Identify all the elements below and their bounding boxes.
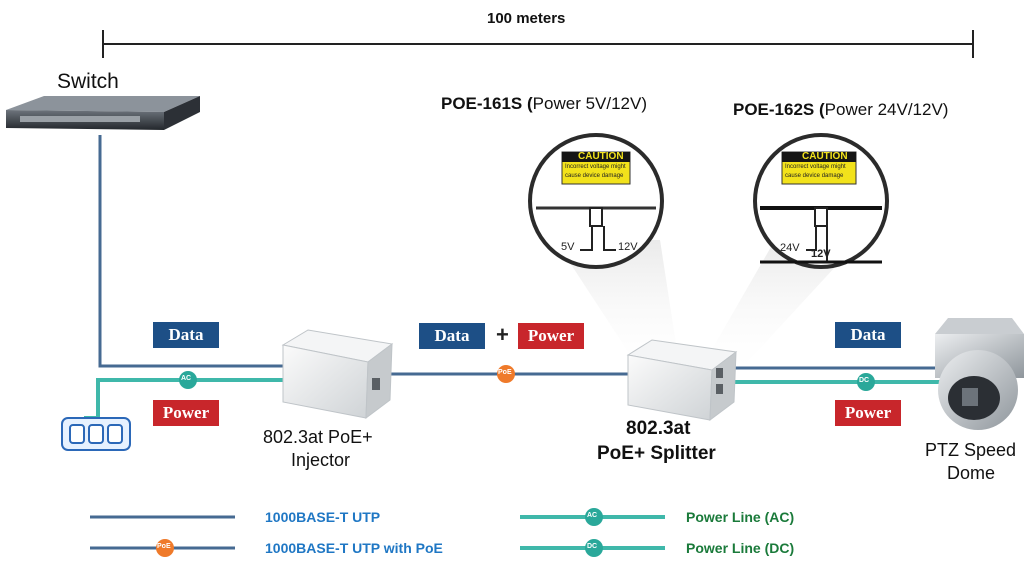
power-outlet-strip: [61, 417, 131, 451]
voltage-switch-zoom-right: [753, 133, 889, 269]
data-tag-camera-side: Data: [835, 322, 901, 348]
poe-connector-dot: [497, 365, 515, 383]
data-tag-middle: Data: [419, 323, 485, 349]
caution-warning-right-1: Incorrect voltage might: [785, 164, 846, 170]
caution-warning-left-2: cause device damage: [565, 173, 624, 179]
splitter-device: [626, 339, 738, 422]
caution-label-left: CAUTION: [578, 151, 624, 162]
ac-dot-label: AC: [181, 375, 192, 382]
voltage-right-low: 24V: [780, 242, 800, 254]
switch-device: [6, 96, 200, 130]
legend-ac-dot-label: AC: [587, 512, 598, 519]
data-tag-injector-side: Data: [153, 322, 219, 348]
legend-label-utp: 1000BASE-T UTP: [265, 509, 381, 525]
poe-dot-label: PoE: [498, 369, 512, 376]
dc-connector-dot: [857, 373, 875, 391]
legend-label-utp-poe: 1000BASE-T UTP with PoE: [265, 540, 443, 556]
voltage-left-high: 12V: [618, 241, 638, 253]
caution-label-right: CAUTION: [802, 151, 848, 162]
utp-line-switch: [98, 135, 283, 368]
injector-label-line1: 802.3at PoE+: [263, 427, 373, 447]
plus-sign: +: [496, 322, 509, 347]
caution-warning-left-1: Incorrect voltage might: [565, 164, 626, 170]
legend-dc-dot: [585, 539, 603, 557]
splitter-label-line1: 802.3at: [626, 418, 691, 439]
legend-label-power-dc: Power Line (DC): [686, 540, 795, 556]
legend-poe-dot: [156, 539, 174, 557]
voltage-switch-zoom-left: [528, 133, 664, 269]
distance-bar: [102, 30, 974, 58]
camera-label-line1: PTZ Speed: [925, 440, 1017, 460]
model-name: POE-161S: [441, 94, 523, 113]
injector-device: [281, 329, 394, 420]
voltage-right-high: 12V: [811, 248, 831, 260]
caution-warning-right-2: cause device damage: [785, 173, 844, 179]
model-heading-poe-161s: POE-161S (Power 5V/12V): [441, 94, 647, 114]
ptz-camera-device: [935, 318, 1024, 430]
model-name: POE-162S: [733, 100, 815, 119]
power-tag-camera-side: Power: [835, 400, 901, 426]
zoom-beam-left: [555, 240, 680, 370]
injector-label-line2: Injector: [291, 450, 351, 470]
legend-poe-dot-label: PoE: [157, 543, 171, 550]
dc-dot-label: DC: [859, 377, 870, 384]
splitter-label-line2: PoE+ Splitter: [597, 443, 716, 464]
power-tag-injector-side: Power: [153, 400, 219, 426]
zoom-beam-right: [700, 240, 860, 370]
model-paren: (: [819, 100, 825, 119]
legend-ac-dot: [585, 508, 603, 526]
model-heading-poe-162s: POE-162S (Power 24V/12V): [733, 100, 948, 120]
camera-label-line2: Dome: [947, 463, 996, 483]
ac-connector-dot: [179, 371, 197, 389]
model-power: Power 24V/12V): [824, 100, 949, 119]
switch-label: Switch: [57, 70, 119, 93]
power-tag-middle: Power: [518, 323, 584, 349]
model-paren: (: [527, 94, 533, 113]
legend-dc-dot-label: DC: [587, 543, 598, 550]
distance-label: 100 meters: [487, 10, 566, 27]
legend-label-power-ac: Power Line (AC): [686, 509, 795, 525]
voltage-left-low: 5V: [561, 241, 575, 253]
model-power: Power 5V/12V): [532, 94, 648, 113]
